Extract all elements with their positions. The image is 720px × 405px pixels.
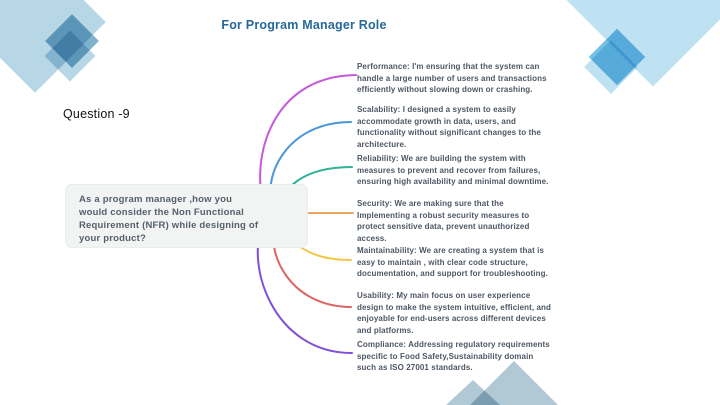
branch-text-security: Security: We are making sure that the Im… bbox=[357, 199, 530, 243]
central-question-text: As a program manager ,how you would cons… bbox=[79, 194, 259, 244]
branch-text-performance: Performance: I'm ensuring that the syste… bbox=[357, 62, 547, 94]
question-label: Question -9 bbox=[63, 107, 130, 121]
branch-text-scalability: Scalability: I designed a system to easi… bbox=[357, 105, 541, 149]
slide-title: For Program Manager Role bbox=[221, 18, 387, 32]
branch-text-reliability: Reliability: We are building the system … bbox=[357, 154, 549, 186]
branch-text-usability: Usability: My main focus on user experie… bbox=[357, 291, 552, 335]
central-question-node: As a program manager ,how you would cons… bbox=[65, 184, 308, 248]
branch-text-maintainability: Maintainability: We are creating a syste… bbox=[357, 246, 548, 278]
branch-text-compliance: Compliance: Addressing regulatory requir… bbox=[357, 340, 550, 372]
